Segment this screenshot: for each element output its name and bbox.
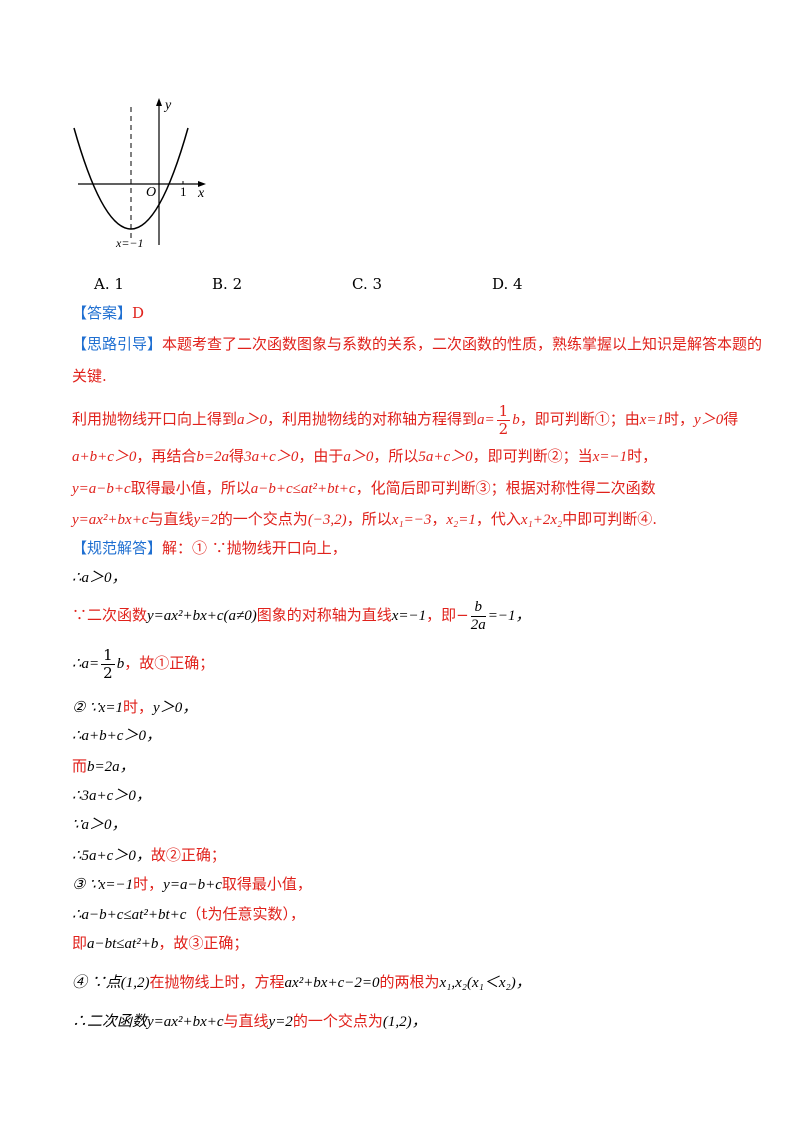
solution-line-1: ∴a＞0，	[72, 570, 127, 586]
guide-line-1: 【思路引导】本题考查了二次函数图象与系数的关系，二次函数的性质，熟练掌握以上知识…	[72, 334, 762, 354]
y-axis-arrow	[156, 98, 162, 106]
solution-line-8: ∵a＞0，	[72, 817, 127, 833]
x-axis-arrow	[198, 181, 206, 187]
solution-line-13: ④ ∵点(1,2)在抛物线上时，方程ax²+bx+c−2=0的两根为x₁,x₂(…	[72, 973, 531, 991]
step-line-2: a+b+c＞0，再结合b=2a得3a+c＞0，由于a＞0，所以5a+c＞0，即可…	[72, 447, 658, 465]
option-a[interactable]: A. 1	[94, 275, 124, 293]
solution-line-0: 【规范解答】解：① ∵抛物线开口向上，	[72, 539, 347, 557]
guide-tag: 【思路引导】	[72, 335, 163, 353]
option-d[interactable]: D. 4	[492, 275, 523, 293]
y-axis-label: y	[163, 98, 172, 113]
parabola-curve	[73, 127, 189, 230]
origin-label: O	[146, 185, 156, 200]
solution-tag: 【规范解答】	[72, 539, 163, 557]
solution-line-7: ∴3a+c＞0，	[72, 788, 151, 804]
answer-tag: 【答案】	[72, 304, 133, 322]
step-line-4: y=ax²+bx+c与直线y=2的一个交点为(−3,2)，所以x₁=−3，x₂=…	[72, 510, 658, 528]
guide-line-2: 关键.	[72, 367, 107, 385]
solution-line-14: ∴二次函数y=ax²+bx+c与直线y=2的一个交点为(1,2)，	[72, 1012, 427, 1030]
step-line-3: y=a−b+c取得最小值，所以a−b+c≤at²+bt+c，化简后即可判断③；根…	[72, 479, 656, 497]
solution-line-4: ② ∵x=1时，y＞0，	[72, 698, 198, 716]
symmetry-label: x=−1	[115, 236, 144, 250]
solution-line-11: ∴a−b+c≤at²+bt+c（t为任意实数），	[72, 905, 305, 923]
guide-text-1: 本题考查了二次函数图象与系数的关系，二次函数的性质，熟练掌握以上知识是解答本题的	[162, 335, 763, 353]
answer-line: 【答案】D	[72, 303, 144, 323]
parabola-figure: y x O 1 x=−1	[73, 98, 206, 250]
option-c[interactable]: C. 3	[352, 275, 383, 293]
x-axis-label: x	[197, 186, 205, 201]
solution-line-9: ∴5a+c＞0，故②正确；	[72, 846, 226, 864]
solution-line-6: 而b=2a，	[72, 757, 135, 775]
solution-line-10: ③ ∵x=−1时，y=a−b+c取得最小值，	[72, 875, 312, 893]
tick-one-label: 1	[180, 184, 187, 199]
solution-line-12: 即a−bt≤at²+b，故③正确；	[72, 934, 249, 952]
answer-value: D	[132, 304, 145, 322]
solution-line-5: ∴a+b+c＞0，	[72, 728, 161, 744]
option-b[interactable]: B. 2	[212, 275, 243, 293]
